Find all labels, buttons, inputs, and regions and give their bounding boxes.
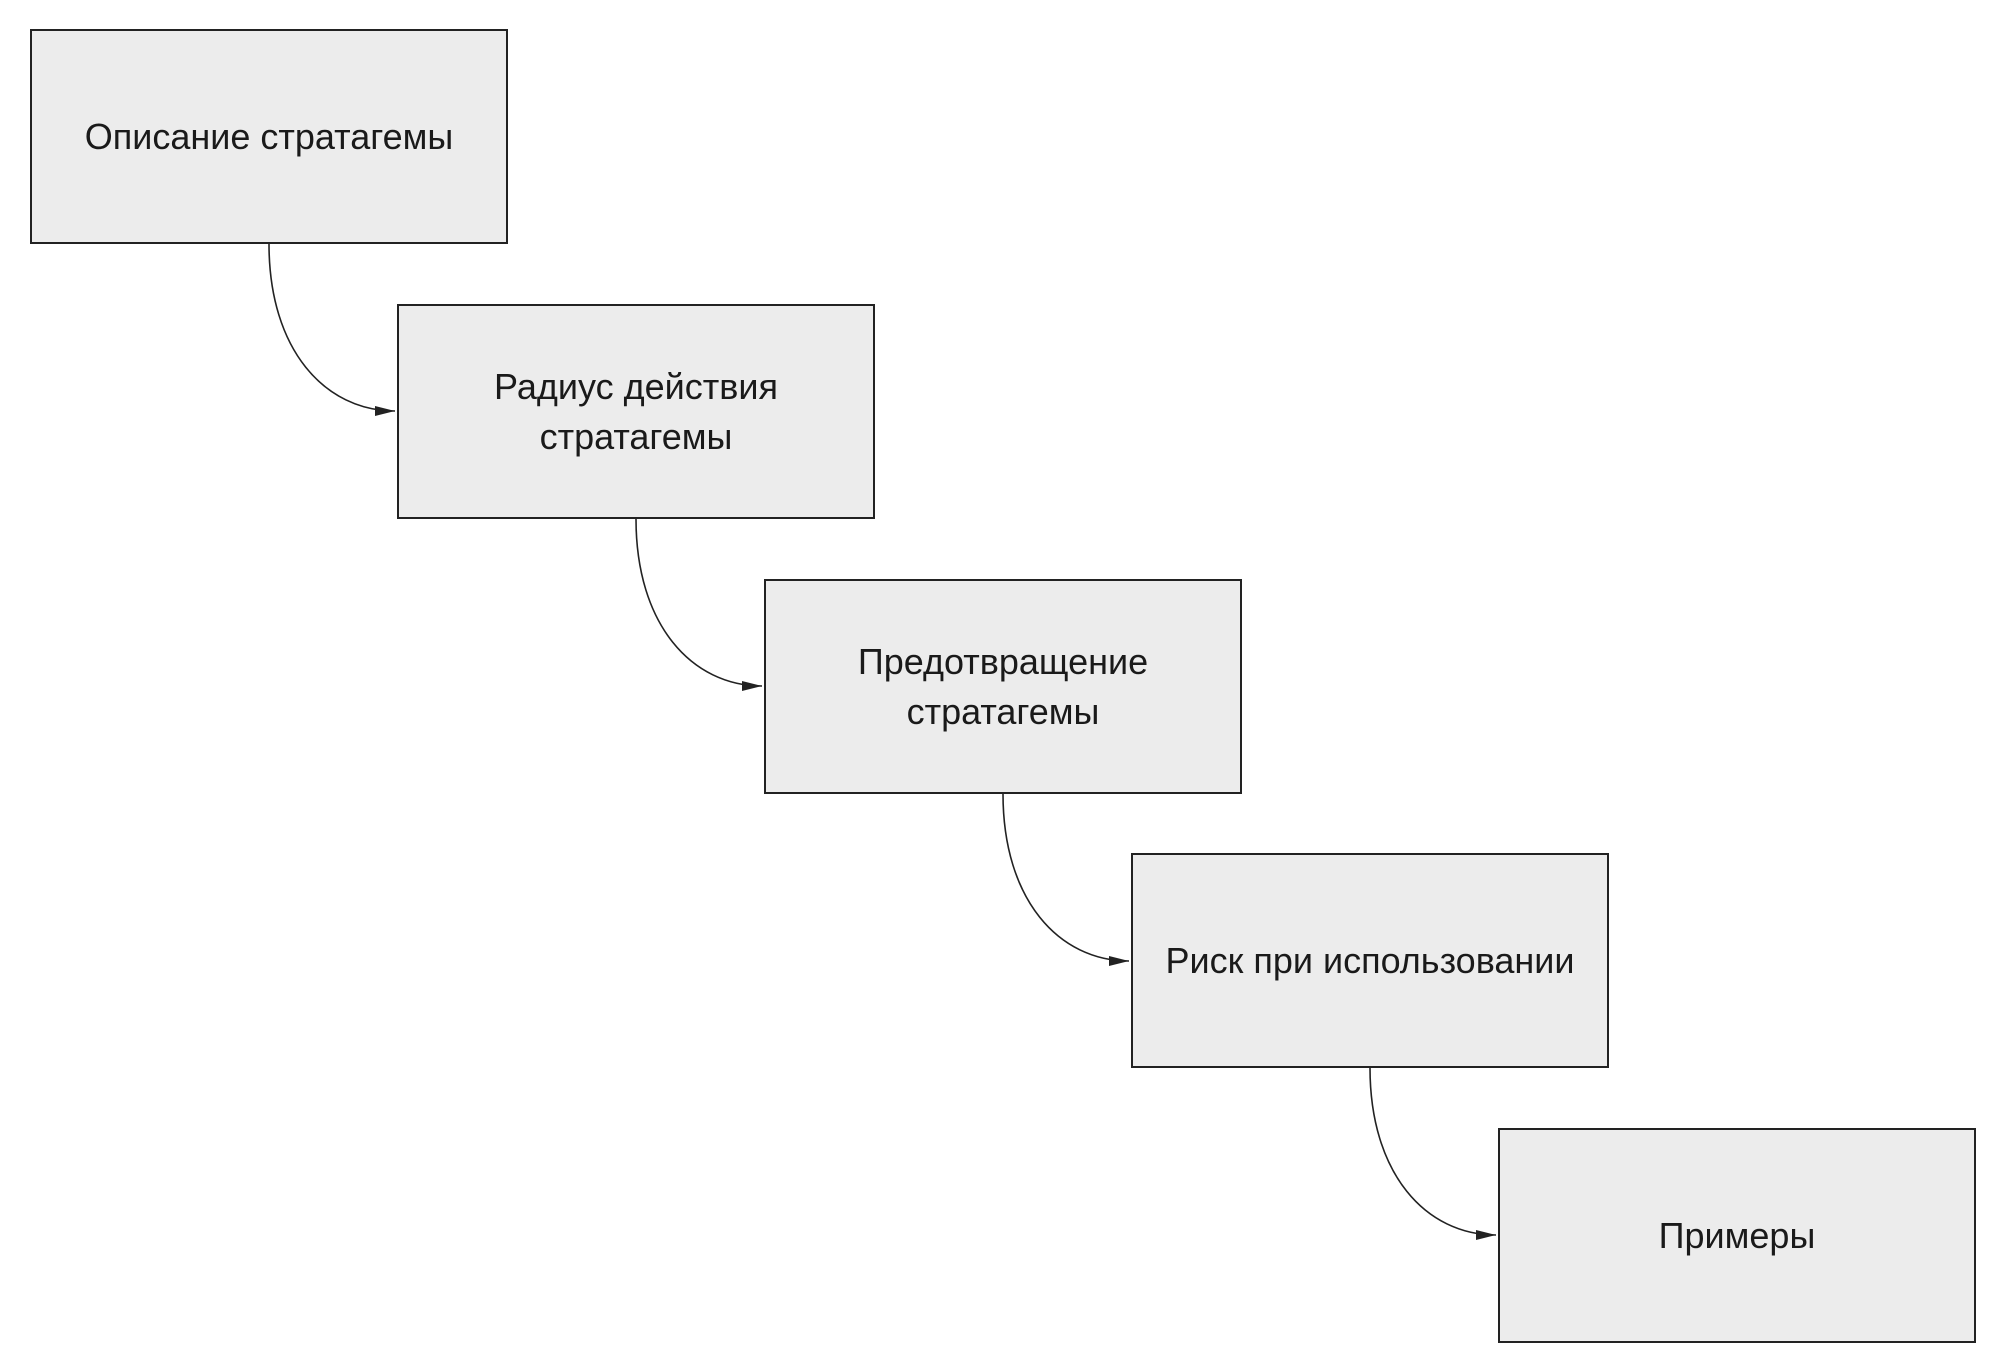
- node-label: Риск при использовании: [1165, 939, 1575, 981]
- node-label: Радиус действия стратагемы: [494, 365, 778, 457]
- edge-description-to-radius: [268, 243, 396, 416]
- node-examples: Примеры: [1498, 1128, 1976, 1343]
- node-label: Предотвращение стратагемы: [857, 640, 1149, 732]
- edge-radius-to-prevention: [635, 518, 763, 691]
- edge-prevention-to-risk: [1002, 793, 1130, 966]
- node-label: Описание стратагемы: [84, 115, 454, 157]
- node-strategy-prevention: Предотвращение стратагемы: [764, 579, 1242, 794]
- node-label: Примеры: [1658, 1214, 1816, 1256]
- edge-risk-to-examples: [1369, 1067, 1497, 1240]
- node-strategy-description: Описание стратагемы: [30, 29, 508, 244]
- node-usage-risk: Риск при использовании: [1131, 853, 1609, 1068]
- node-strategy-radius: Радиус действия стратагемы: [397, 304, 875, 519]
